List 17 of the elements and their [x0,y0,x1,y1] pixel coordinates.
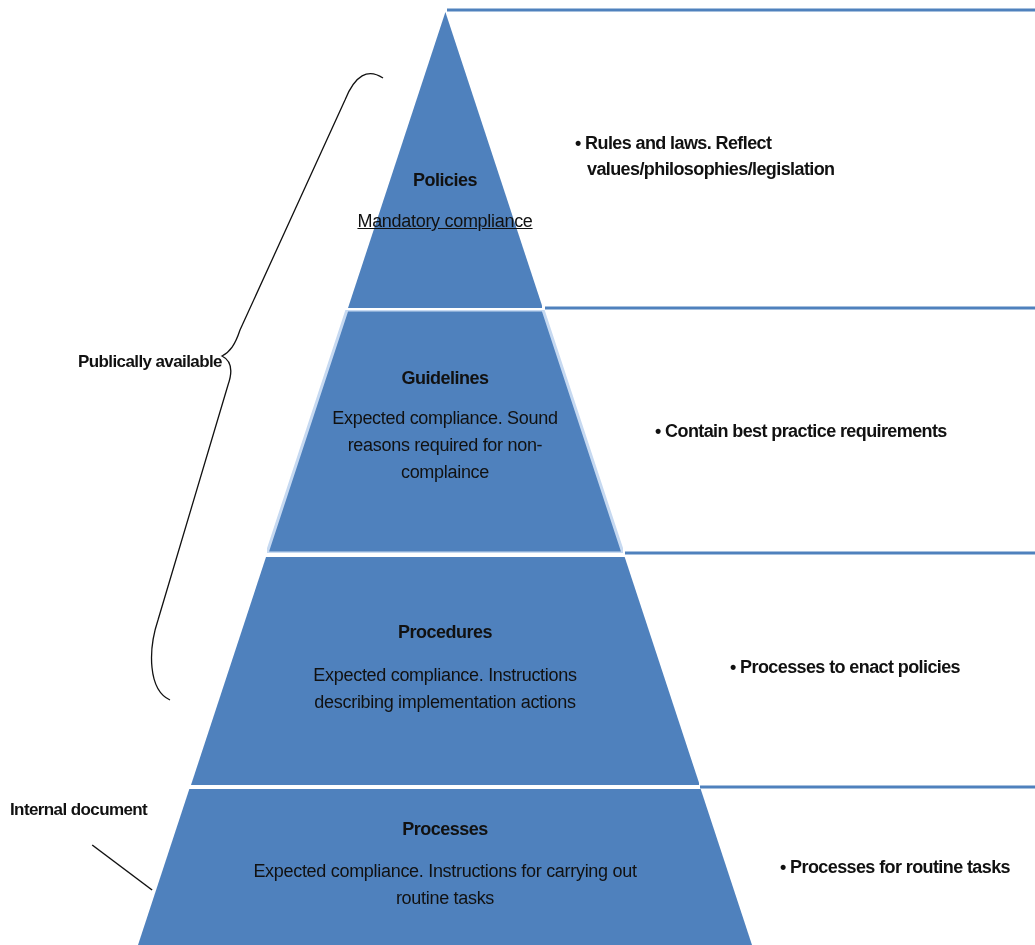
tier-description: Expected compliance. Instructions for carrying out routine tasks [252,860,638,910]
description-text: • Contain best practice requirements [655,420,948,443]
pyramid-tier [190,557,700,785]
bracket-label: Publically available [78,352,222,372]
description-text: • Processes to enact policies [730,656,961,679]
description-text: • Rules and laws. Reflect values/philosophies/legislation [575,132,836,181]
pyramid-tier [347,12,543,308]
tier-title: Policies [411,170,478,191]
tier-description: Expected compliance. Instructions describing implementation actions [312,664,578,714]
tier-title: Procedures [396,622,493,643]
description-text: • Processes for routine tasks [780,856,1011,879]
pyramid-tier [267,310,623,553]
tier-title: Guidelines [400,368,490,389]
tier-description: Expected compliance. Sound reasons required for non-complaince [331,407,559,484]
note-text: Internal document [10,800,148,820]
leader-line [91,844,153,891]
tier-title: Processes [401,819,489,840]
